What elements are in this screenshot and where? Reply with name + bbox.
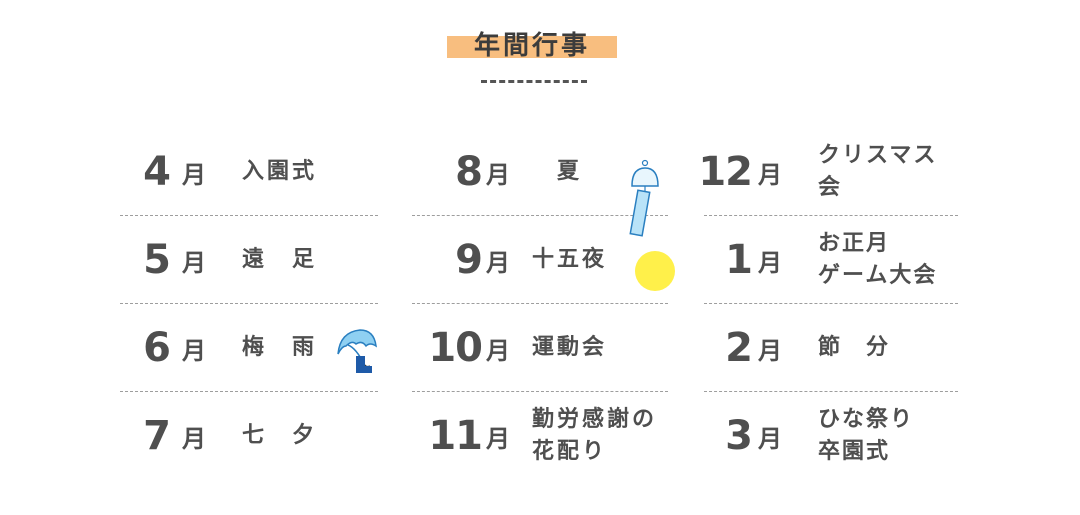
row-divider bbox=[704, 215, 958, 216]
event-name: 遠 足 bbox=[242, 247, 318, 272]
event-name: 七 夕 bbox=[242, 423, 318, 448]
schedule-row: 6 月 梅 雨 bbox=[120, 304, 378, 392]
wind-chime-icon bbox=[629, 159, 659, 237]
event-name: 節 分 bbox=[818, 335, 891, 360]
page-title: 年間行事 bbox=[473, 31, 590, 61]
month-label: 月 bbox=[486, 160, 510, 189]
event-name: 梅 雨 bbox=[242, 335, 318, 360]
month-label: 月 bbox=[758, 336, 782, 365]
event-name: 勤労感謝の 花配り bbox=[532, 407, 658, 464]
month-number: 1 bbox=[725, 237, 753, 283]
event-name: お正月 ゲーム大会 bbox=[818, 231, 938, 288]
row-divider bbox=[412, 303, 668, 304]
row-divider bbox=[412, 215, 668, 216]
full-moon-icon bbox=[635, 251, 675, 291]
month-label: 月 bbox=[758, 424, 782, 453]
month-label: 月 bbox=[182, 160, 206, 189]
row-divider bbox=[412, 391, 668, 392]
schedule-row: 10 月 運動会 bbox=[412, 304, 668, 392]
umbrella-icon bbox=[337, 329, 377, 373]
event-name: 十五夜 bbox=[532, 247, 608, 272]
event-name: ひな祭り 卒園式 bbox=[818, 407, 915, 464]
month-label: 月 bbox=[182, 248, 206, 277]
month-label: 月 bbox=[758, 160, 782, 189]
month-number: 9 bbox=[455, 237, 483, 283]
schedule-row: 1 月 お正月 ゲーム大会 bbox=[704, 216, 958, 304]
schedule-row: 7 月 七 夕 bbox=[120, 392, 378, 480]
schedule-column-3: 12 月 クリスマス会 1 月 お正月 ゲーム大会 2 月 節 分 3 月 ひな… bbox=[698, 128, 958, 480]
schedule-row: 3 月 ひな祭り 卒園式 bbox=[704, 392, 958, 480]
row-divider bbox=[120, 215, 378, 216]
month-number: 5 bbox=[143, 237, 171, 283]
month-label: 月 bbox=[486, 336, 510, 365]
month-label: 月 bbox=[758, 248, 782, 277]
schedule-row: 8 月 夏 bbox=[412, 128, 668, 216]
title-block: 年間行事 bbox=[447, 30, 617, 62]
month-number: 7 bbox=[143, 413, 171, 459]
month-number: 10 bbox=[428, 325, 483, 371]
event-name: 運動会 bbox=[532, 335, 608, 360]
event-name: クリスマス会 bbox=[818, 143, 938, 200]
month-number: 2 bbox=[725, 325, 753, 371]
month-label: 月 bbox=[486, 248, 510, 277]
month-label: 月 bbox=[486, 424, 510, 453]
schedule-row: 2 月 節 分 bbox=[704, 304, 958, 392]
row-divider bbox=[120, 303, 378, 304]
schedule-row: 12 月 クリスマス会 bbox=[698, 128, 958, 216]
event-name: 夏 bbox=[532, 159, 583, 184]
month-number: 8 bbox=[455, 149, 483, 195]
month-label: 月 bbox=[182, 424, 206, 453]
month-label: 月 bbox=[182, 336, 206, 365]
schedule-column-2: 8 月 夏 9 月 十五夜 10 月 運動会 11 月 勤労感謝の 花配り bbox=[412, 128, 668, 480]
event-name: 入園式 bbox=[242, 159, 318, 184]
schedule-row: 5 月 遠 足 bbox=[120, 216, 378, 304]
schedule-column-1: 4 月 入園式 5 月 遠 足 6 月 梅 雨 7 月 七 夕 bbox=[120, 128, 378, 480]
title-divider bbox=[481, 80, 587, 83]
schedule-row: 9 月 十五夜 bbox=[412, 216, 668, 304]
month-number: 3 bbox=[725, 413, 753, 459]
title-highlight bbox=[447, 36, 617, 58]
month-number: 6 bbox=[143, 325, 171, 371]
row-divider bbox=[120, 391, 378, 392]
row-divider bbox=[704, 391, 958, 392]
schedule-row: 11 月 勤労感謝の 花配り bbox=[412, 392, 668, 480]
month-number: 11 bbox=[428, 413, 483, 459]
row-divider bbox=[704, 303, 958, 304]
month-number: 4 bbox=[143, 149, 171, 195]
schedule-row: 4 月 入園式 bbox=[120, 128, 378, 216]
month-number: 12 bbox=[698, 149, 753, 195]
